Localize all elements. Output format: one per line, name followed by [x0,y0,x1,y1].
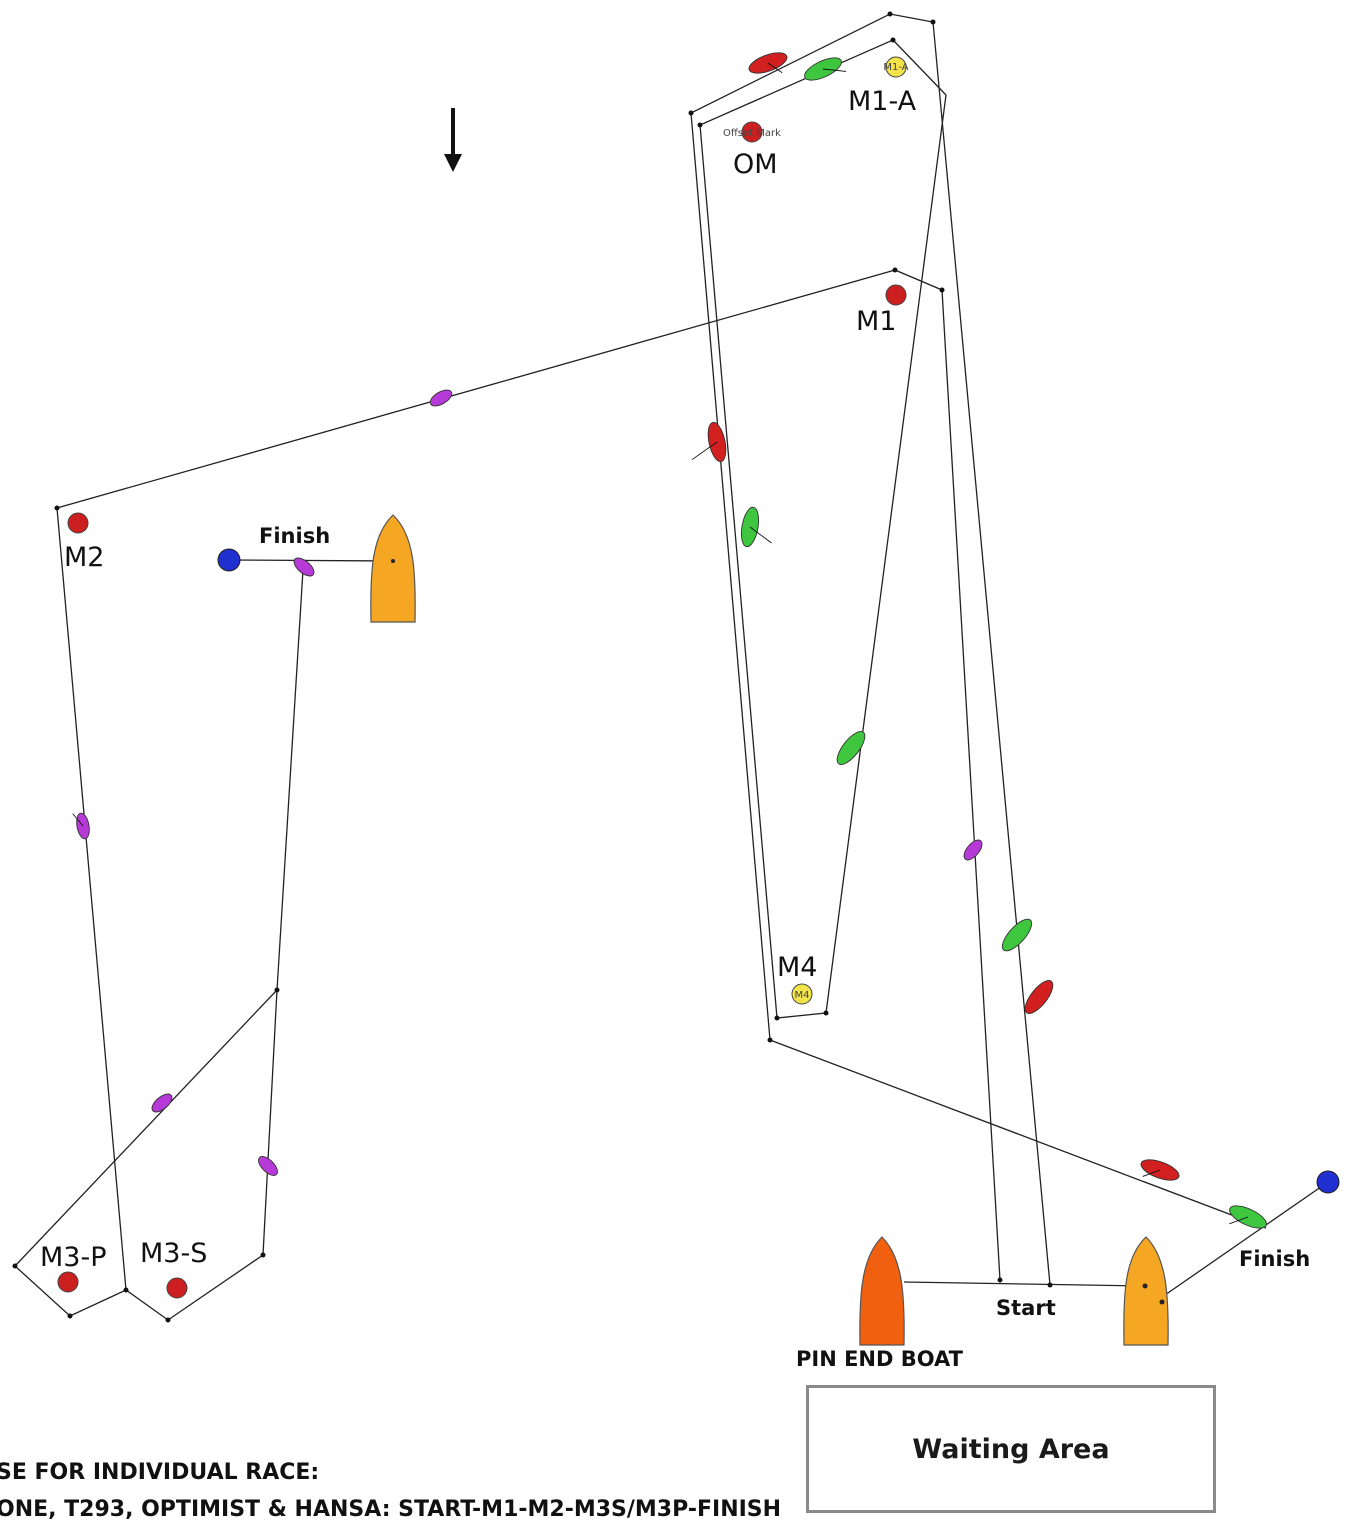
dinghy-green-3-sailboat-icon [836,731,866,765]
course-line-outer [690,13,1267,1286]
mark-m3s-buoy-icon [166,1277,188,1299]
wind-arrow-icon [444,108,462,172]
start-line [903,1281,1146,1287]
course-line-inner [699,39,947,1019]
committee-boats [370,514,1169,1346]
mark-m4-tag: M4 [795,990,810,1001]
label-finish-right: Finish [1239,1247,1310,1271]
waypoint-dots [12,11,1053,1323]
mark-m3p-buoy-icon [57,1271,79,1293]
label-m3p: M3-P [40,1242,107,1273]
dinghy-red-1-sailboat-icon [748,52,788,74]
dinghy-red-4-sailboat-icon [1140,1159,1180,1181]
mark-m1a-tag: M1-A [883,62,908,73]
label-m3s: M3-S [140,1238,207,1269]
mark-m2-buoy-icon [67,512,89,534]
finish-line-right [1164,1181,1329,1296]
label-pin-end-boat: PIN END BOAT [796,1347,964,1371]
course-line-m1-m2 [56,269,1001,1291]
offset-mark-tag: Offset Mark [723,128,781,139]
dinghy-red-2-sailboat-icon [691,421,727,463]
marks: M1-A Offset Mark M4 [57,56,1340,1299]
dinghies [72,52,1267,1229]
label-start: Start [996,1296,1056,1320]
waiting-area-label: Waiting Area [912,1433,1110,1465]
course-description: SE FOR INDIVIDUAL RACE: ONE, T293, OPTIM… [0,1460,790,1522]
mark-m1-buoy-icon [885,284,907,306]
finish-right-buoy-icon [1316,1170,1340,1194]
dinghy-purple-2-sailboat-icon [293,557,315,577]
course-line-to-finish [276,569,304,991]
course-lines [14,13,1329,1321]
finish-left-buoy-icon [217,548,241,572]
finish-committee-boat-icon [370,514,416,623]
dinghy-purple-3-sailboat-icon [72,812,90,840]
label-m1a: M1-A [848,86,917,117]
pin-end-boat-icon [859,1236,905,1346]
mark-om-buoy-icon [741,121,763,143]
dinghy-green-1-sailboat-icon [804,57,847,81]
signal-boat-icon [1123,1236,1169,1346]
course-description-line-1: SE FOR INDIVIDUAL RACE: [0,1460,320,1485]
dinghy-red-3-sailboat-icon [1024,980,1054,1014]
finish-line-left [228,559,394,562]
dinghy-green-4-sailboat-icon [1001,918,1033,952]
dinghy-green-5-sailboat-icon [1229,1205,1267,1229]
label-om: OM [733,149,778,180]
dinghy-green-2-sailboat-icon [740,506,772,548]
course-description-line-2: ONE, T293, OPTIMIST & HANSA: START-M1-M2… [0,1497,782,1522]
dinghy-purple-1-sailboat-icon [429,389,453,407]
label-m4: M4 [777,952,817,983]
label-m2: M2 [64,542,104,573]
mark-m4-buoy-icon [791,983,813,1005]
label-m1: M1 [856,306,896,337]
label-finish-left: Finish [259,524,330,548]
mark-m1a-buoy-icon [885,56,907,78]
dinghy-purple-4-sailboat-icon [963,839,983,861]
dinghy-purple-5-sailboat-icon [151,1093,173,1113]
dinghy-purple-6-sailboat-icon [258,1156,278,1176]
waiting-area-box: Waiting Area [806,1385,1216,1513]
